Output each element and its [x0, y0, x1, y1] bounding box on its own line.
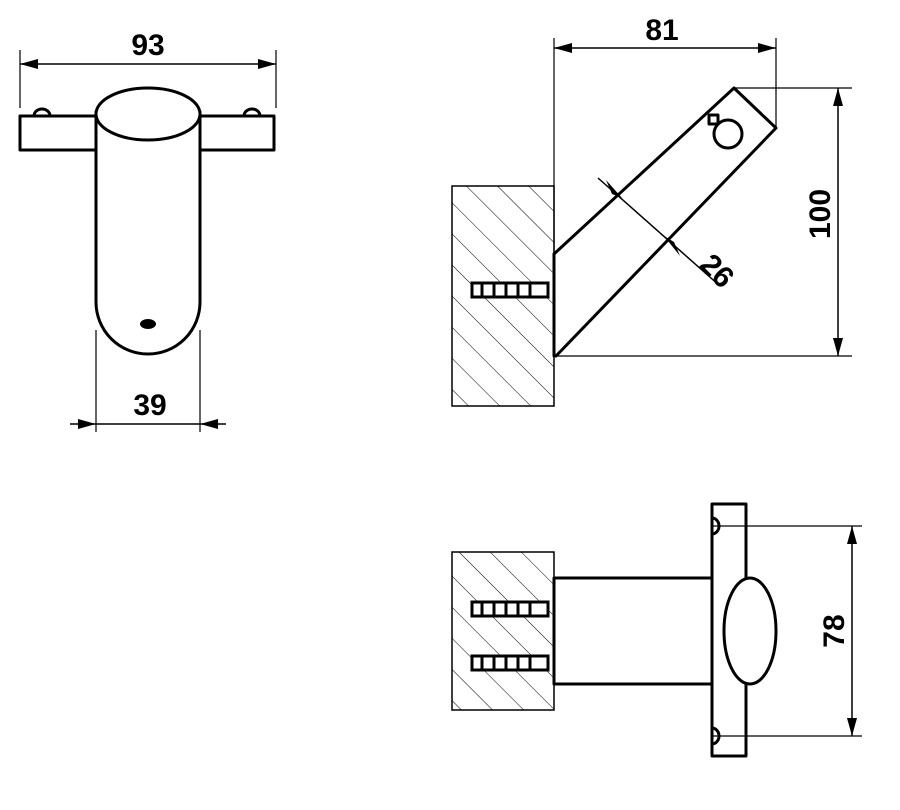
dimension-39: 39 — [70, 330, 226, 432]
arm-end-notch — [707, 113, 720, 126]
dim-label-78: 78 — [818, 614, 851, 647]
dimension-81: 81 — [553, 14, 777, 254]
plan-body — [552, 576, 714, 686]
wing-join — [94, 114, 202, 152]
dim-label-100: 100 — [804, 189, 837, 239]
angled-arm — [552, 86, 778, 358]
set-screw-hole — [140, 319, 156, 329]
dimension-93: 93 — [19, 29, 277, 108]
wall-section-plan — [451, 551, 555, 711]
dim-label-39: 39 — [133, 389, 166, 422]
wall-screw-upper — [470, 600, 550, 618]
front-view: 93 39 — [18, 29, 277, 432]
wall-screw-lower — [470, 654, 550, 672]
wall-screw — [470, 281, 550, 299]
screw-head-left — [32, 107, 52, 118]
dimension-26: 26 — [597, 177, 740, 295]
screw-head-right — [242, 107, 262, 118]
plan-mounting-plate — [710, 502, 748, 758]
plan-end-ellipse — [722, 576, 778, 686]
hook-top-ellipse — [94, 86, 202, 142]
dim-label-81: 81 — [645, 14, 678, 47]
dimension-78: 78 — [712, 525, 862, 737]
dimension-100: 100 — [556, 87, 852, 357]
dim-label-26: 26 — [693, 248, 740, 295]
plan-view: 78 — [451, 502, 862, 758]
dim-label-93: 93 — [131, 29, 164, 62]
mounting-plate — [18, 114, 276, 152]
arm-end-hole — [712, 118, 744, 150]
side-view: 81 100 26 — [451, 14, 852, 407]
hook-body — [94, 110, 202, 356]
